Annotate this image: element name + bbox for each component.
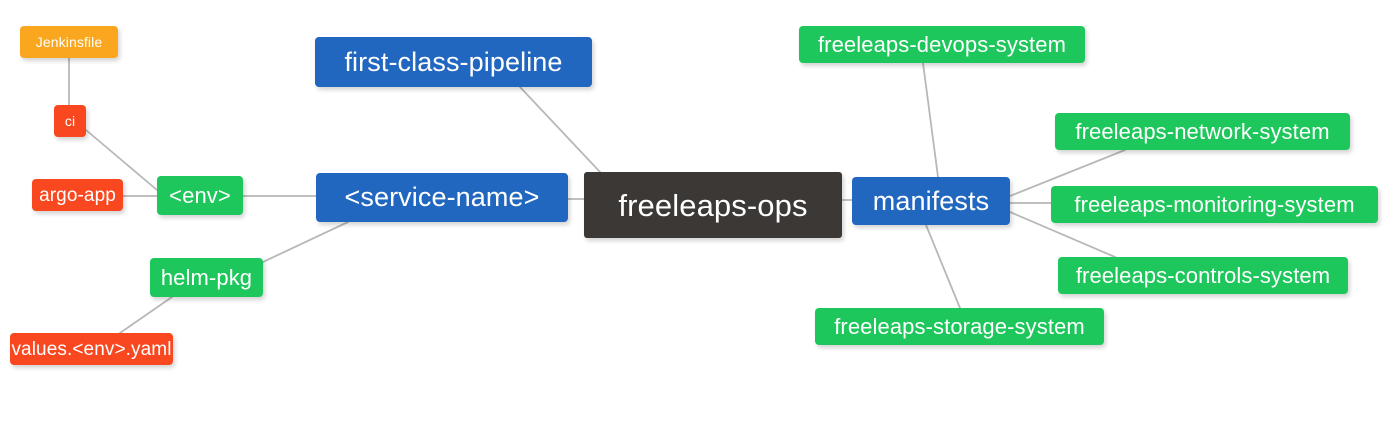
node-label: <service-name> <box>344 182 540 212</box>
node-label: ci <box>64 113 76 129</box>
mindmap-node-storage-sys[interactable]: freeleaps-storage-system <box>815 308 1104 345</box>
node-label: freeleaps-network-system <box>1075 118 1330 144</box>
mindmap-node-env[interactable]: <env> <box>157 176 243 215</box>
edge-helm-pkg-to-values-yaml <box>119 296 173 334</box>
mindmap-node-ci[interactable]: ci <box>54 105 86 137</box>
mindmap-node-root[interactable]: freeleaps-ops <box>584 172 842 238</box>
edge-service-name-to-helm-pkg <box>262 221 349 263</box>
node-label: freeleaps-controls-system <box>1075 262 1331 288</box>
mindmap-node-helm-pkg[interactable]: helm-pkg <box>150 258 263 297</box>
mindmap-node-pipeline[interactable]: first-class-pipeline <box>315 37 592 87</box>
mindmap-node-controls-sys[interactable]: freeleaps-controls-system <box>1058 257 1348 294</box>
edge-manifests-to-devops-sys <box>922 62 939 178</box>
mindmap-node-service-name[interactable]: <service-name> <box>316 173 568 222</box>
node-label: manifests <box>872 185 990 216</box>
node-label: helm-pkg <box>160 264 253 290</box>
node-label: Jenkinsfile <box>35 34 103 50</box>
node-label: freeleaps-ops <box>618 187 808 223</box>
node-label: freeleaps-devops-system <box>817 31 1067 57</box>
node-label: <env> <box>169 182 231 208</box>
node-label: first-class-pipeline <box>344 46 563 77</box>
edge-manifests-to-storage-sys <box>925 224 961 309</box>
node-label: freeleaps-storage-system <box>834 313 1085 339</box>
mindmap-node-argo-app[interactable]: argo-app <box>32 179 123 211</box>
mindmap-node-manifests[interactable]: manifests <box>852 177 1010 225</box>
mindmap-node-monitoring-sys[interactable]: freeleaps-monitoring-system <box>1051 186 1378 223</box>
node-label: argo-app <box>39 184 116 206</box>
edge-root-to-pipeline <box>519 86 601 173</box>
mindmap-node-jenkinsfile[interactable]: Jenkinsfile <box>20 26 118 58</box>
mindmap-node-values-yaml[interactable]: values.<env>.yaml <box>10 333 173 365</box>
node-label: freeleaps-monitoring-system <box>1074 191 1355 217</box>
mindmap-node-devops-sys[interactable]: freeleaps-devops-system <box>799 26 1085 63</box>
node-label: values.<env>.yaml <box>11 338 172 360</box>
mindmap-node-network-sys[interactable]: freeleaps-network-system <box>1055 113 1350 150</box>
